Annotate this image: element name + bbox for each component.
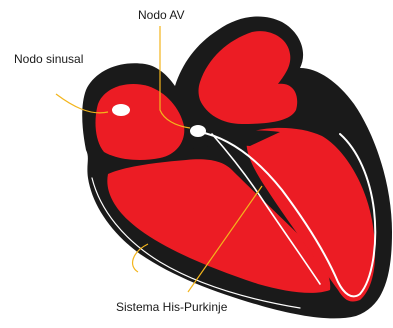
av-node [190, 125, 206, 137]
his-purkinje-label: Sistema His-Purkinje [116, 300, 228, 314]
av-node-label: Nodo AV [138, 8, 184, 22]
sa-node [112, 104, 130, 116]
sa-node-label: Nodo sinusal [14, 52, 83, 66]
